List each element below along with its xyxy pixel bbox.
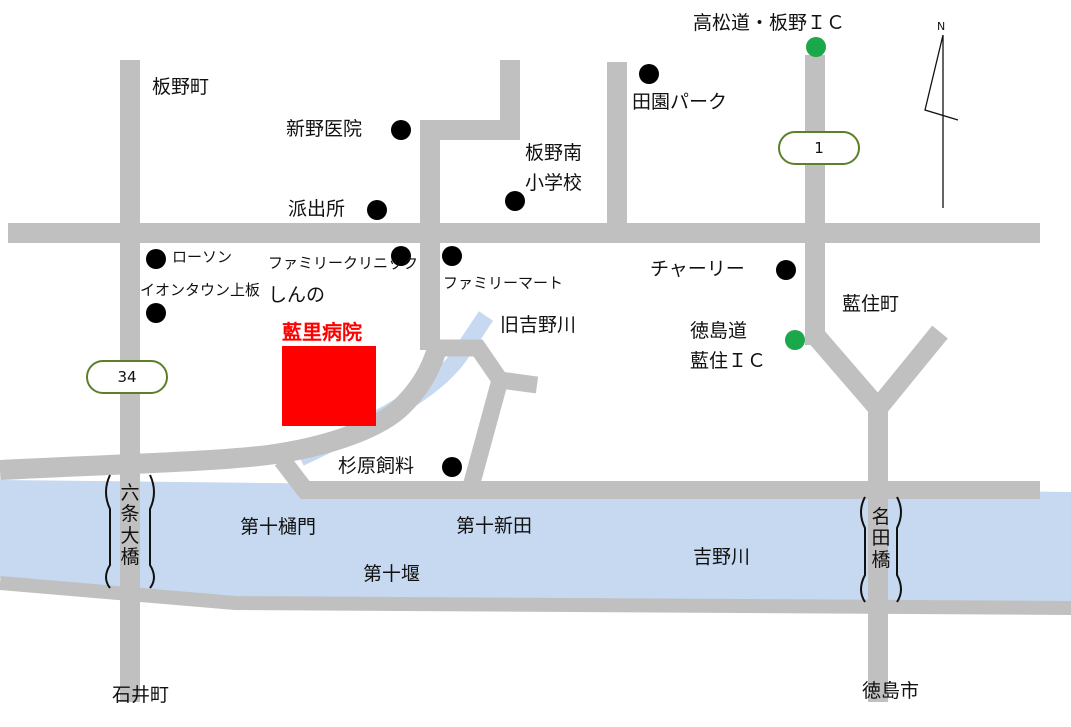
ic-aizumi-label-1: 徳島道 — [690, 320, 748, 342]
road-loop — [430, 339, 539, 493]
area-itano: 板野町 — [152, 76, 210, 98]
yoshino-river — [0, 480, 1071, 604]
route-shield-34: 34 — [86, 360, 168, 394]
hospital-label: 藍里病院 — [282, 320, 362, 344]
road-levee — [274, 454, 1040, 499]
north-label: N — [937, 20, 946, 33]
lawson-marker — [146, 249, 166, 269]
bridge-myoden-label: 名田橋 — [871, 506, 891, 571]
area-ishii: 石井町 — [112, 684, 170, 706]
denen-park-marker — [639, 64, 659, 84]
denen-park-label: 田園パーク — [632, 91, 728, 113]
sugihara-label: 杉原飼料 — [338, 455, 415, 477]
familymart-marker — [442, 246, 462, 266]
lawson-label: ローソン — [172, 248, 233, 266]
route-shield-1-number: 1 — [814, 139, 824, 157]
ic-aizumi-label-2: 藍住ＩＣ — [690, 350, 767, 372]
clinic-marker — [391, 246, 411, 266]
sugihara-marker — [442, 457, 462, 477]
road-main-east-west — [8, 223, 1040, 243]
area-aizumi: 藍住町 — [842, 293, 900, 315]
ic-itano-marker — [806, 37, 826, 57]
police-box-marker — [367, 200, 387, 220]
area-tokushima: 徳島市 — [862, 680, 920, 702]
road-south-bank — [0, 576, 1071, 615]
bridge-myoden-bracket — [860, 496, 902, 603]
road-central-north — [420, 60, 520, 350]
route-shield-1: 1 — [778, 131, 860, 165]
school-label-2: 小学校 — [525, 172, 583, 194]
shinno-label: 新野医院 — [286, 118, 363, 140]
shinno-marker — [391, 120, 411, 140]
ic-aizumi-marker — [785, 330, 805, 350]
yoshino-river-label: 吉野川 — [693, 546, 751, 568]
police-box-label: 派出所 — [288, 198, 346, 220]
road-embankment — [0, 342, 448, 480]
route-shield-34-number: 34 — [117, 368, 137, 386]
school-label-1: 板野南 — [525, 142, 583, 164]
road-denen — [607, 62, 627, 240]
school-marker — [505, 191, 525, 211]
area-dai10-shinden: 第十新田 — [456, 515, 533, 537]
ic-itano-label: 高松道・板野ＩＣ — [693, 12, 846, 34]
bridge-rokujo-label: 六条大橋 — [120, 482, 140, 568]
old-yoshino-river-label: 旧吉野川 — [500, 314, 577, 336]
charley-label: チャーリー — [650, 258, 745, 280]
road-route-1 — [805, 55, 825, 345]
familymart-label: ファミリーマート — [443, 274, 564, 292]
aeon-label: イオンタウン上板 — [140, 281, 261, 299]
area-dai10-seki: 第十堰 — [363, 563, 421, 585]
bridge-rokujo-bracket — [105, 474, 155, 589]
area-dai10-himon: 第十樋門 — [240, 516, 317, 538]
aeon-marker — [146, 303, 166, 323]
hospital-marker — [282, 346, 376, 426]
clinic-label-2: しんの — [268, 284, 326, 306]
charley-marker — [776, 260, 796, 280]
north-arrow — [924, 34, 959, 208]
clinic-label-1: ファミリークリニック — [268, 254, 419, 272]
